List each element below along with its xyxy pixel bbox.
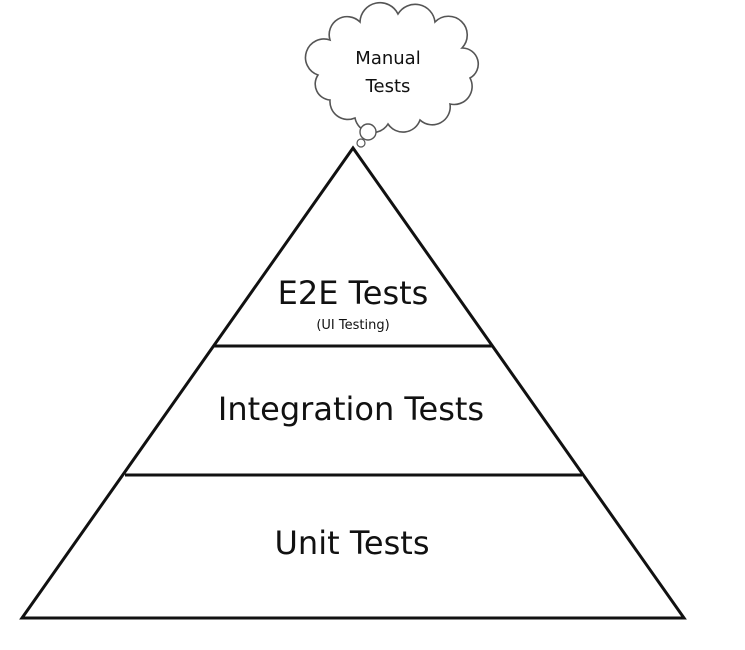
tier-e2e-title: E2E Tests (277, 274, 429, 312)
tier-unit-title: Unit Tests (274, 524, 430, 562)
tier-integration-title: Integration Tests (217, 390, 485, 428)
tier-e2e-subtitle: (UI Testing) (316, 318, 390, 333)
pyramid-outline (19, 145, 687, 620)
thought-bubble-small (356, 138, 366, 148)
thought-bubble-large (359, 123, 377, 141)
cloud-label-line1: Manual (355, 48, 421, 69)
cloud-label-line2: Tests (365, 76, 411, 97)
thought-cloud (304, 1, 480, 134)
